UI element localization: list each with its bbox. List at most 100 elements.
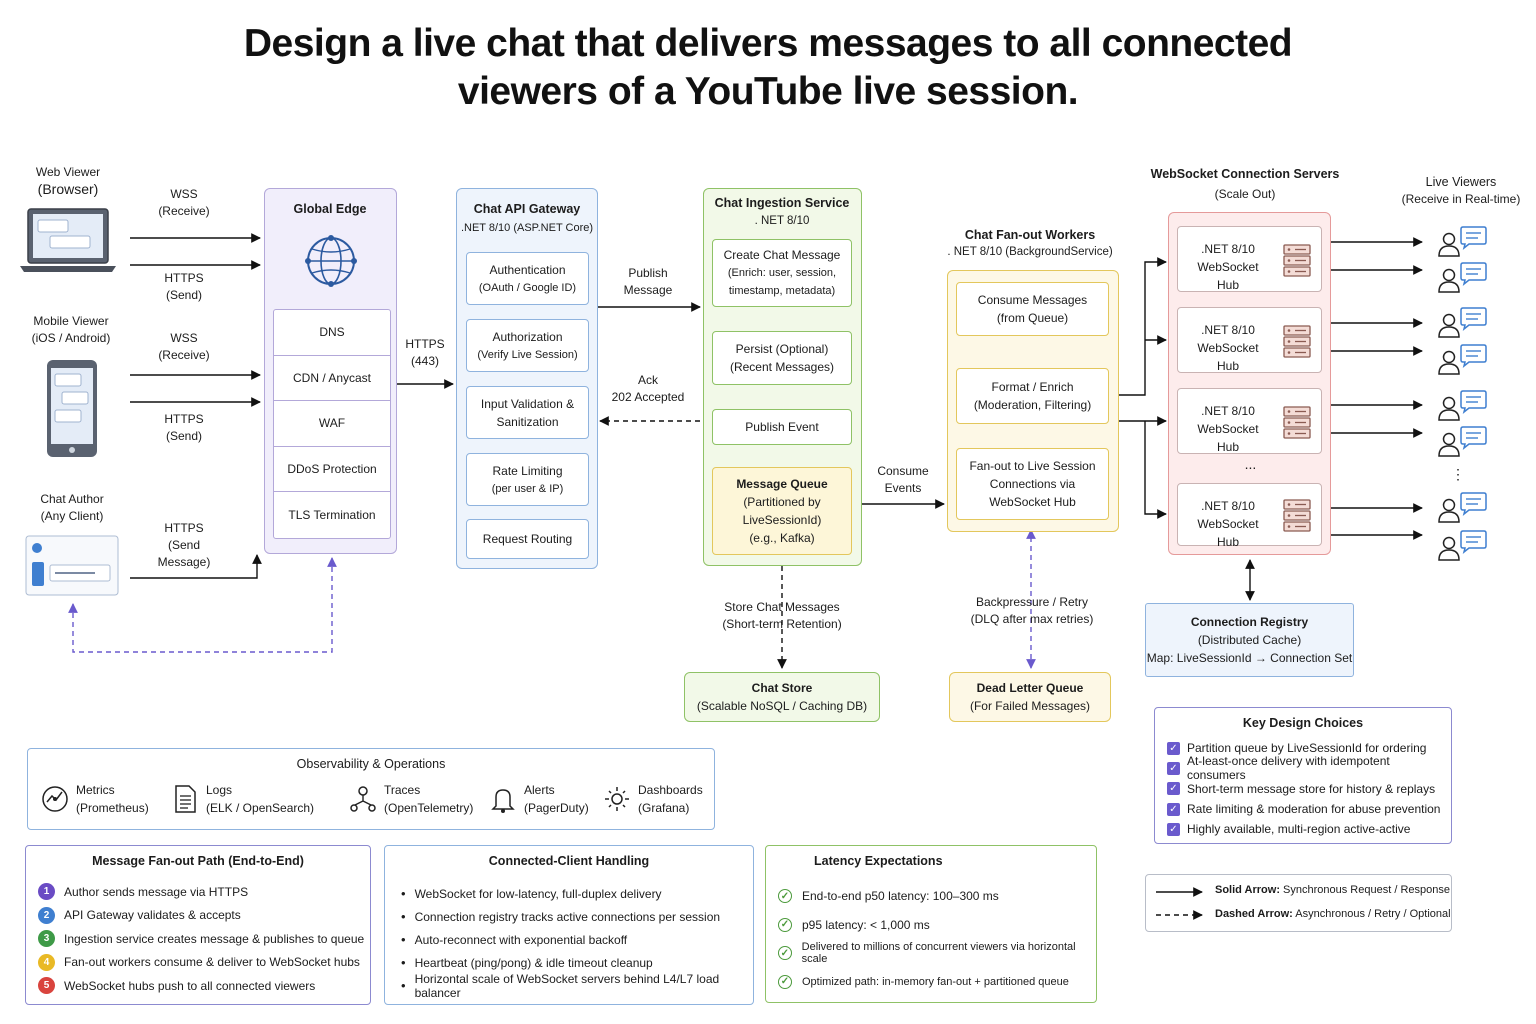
- dead-letter-queue-box: Dead Letter Queue (For Failed Messages): [949, 672, 1111, 722]
- key-design-item: ✓At-least-once delivery with idempotent …: [1167, 754, 1451, 782]
- legend-arrows: [1156, 887, 1203, 920]
- check-icon: ✓: [778, 974, 792, 989]
- edge-gateway-label: HTTPS (443): [405, 337, 445, 368]
- api-gateway-box: Chat API Gateway .NET 8/10 (ASP.NET Core…: [456, 188, 598, 569]
- list-item: ✓End-to-end p50 latency: 100–300 ms: [778, 882, 1096, 911]
- step-text: API Gateway validates & accepts: [64, 908, 241, 923]
- edge-item-ddos: DDoS Protection: [274, 447, 390, 493]
- web-viewer-label: Web Viewer (Browser): [35, 165, 101, 197]
- viewer-user-chat-icon: [1438, 344, 1487, 375]
- checkbox-icon: ✓: [1167, 761, 1180, 775]
- ingestion-subtitle: . NET 8/10: [754, 215, 810, 227]
- ws-servers-header: WebSocket Connection Servers (Scale Out): [1150, 167, 1340, 201]
- mobile-https-label: HTTPS (Send): [164, 412, 204, 443]
- traces-icon: [350, 786, 376, 812]
- backpressure-label: Backpressure / Retry (DLQ after max retr…: [970, 595, 1094, 626]
- legend-solid: Solid Arrow: Synchronous Request / Respo…: [1215, 884, 1450, 896]
- mobile-wss-label: WSS (Receive): [158, 331, 210, 362]
- dashboards-icon: [605, 787, 629, 811]
- viewer-user-chat-icon: [1438, 226, 1487, 257]
- list-item: Horizontal scale of WebSocket servers be…: [401, 972, 753, 1000]
- key-design-item: ✓Short-term message store for history & …: [1167, 779, 1451, 799]
- step-number-badge: 1: [38, 883, 55, 901]
- logs-icon: [175, 785, 196, 813]
- latency-list: ✓End-to-end p50 latency: 100–300 ms ✓p95…: [778, 882, 1096, 996]
- obs-traces: Traces(OpenTelemetry): [348, 781, 473, 817]
- web-https-label: HTTPS (Send): [164, 271, 204, 302]
- ingestion-title: Chat Ingestion Service: [714, 196, 850, 210]
- edge-item-dns: DNS: [274, 310, 390, 356]
- obs-logs: Logs(ELK / OpenSearch): [170, 781, 314, 817]
- obs-dashboards: Dashboards(Grafana): [602, 781, 703, 817]
- step-number-badge: 3: [38, 930, 55, 948]
- observability-panel: Observability & Operations Metrics(Prome…: [27, 748, 715, 830]
- viewer-user-chat-icon: [1438, 390, 1487, 421]
- fanout-header: Chat Fan-out Workers . NET 8/10 (Backgro…: [947, 228, 1113, 258]
- viewer-user-chat-icon: [1438, 262, 1487, 293]
- arrow-author-async: [68, 557, 337, 653]
- client-handling-panel: Connected-Client Handling WebSocket for …: [384, 845, 754, 1005]
- server-icon: [1283, 325, 1311, 358]
- key-design-panel: Key Design Choices ✓Partition queue by L…: [1154, 707, 1452, 844]
- edge-item-tls: TLS Termination: [288, 508, 376, 523]
- step-text: Author sends message via HTTPS: [64, 884, 249, 899]
- checkbox-icon: ✓: [1167, 782, 1180, 796]
- key-design-item: ✓Partition queue by LiveSessionId for or…: [1167, 738, 1451, 758]
- check-icon: ✓: [778, 917, 792, 932]
- check-icon: ✓: [778, 946, 792, 961]
- mobile-viewer-label: Mobile Viewer (iOS / Android): [31, 314, 111, 345]
- checkbox-icon: ✓: [1167, 822, 1180, 836]
- list-item: Heartbeat (ping/pong) & idle timeout cle…: [401, 951, 753, 974]
- global-edge-title: Global Edge: [293, 202, 367, 216]
- checkbox-icon: ✓: [1167, 741, 1180, 755]
- obs-alerts: Alerts(PagerDuty): [488, 781, 589, 817]
- global-edge-box: Global Edge DNS CDN / Anycast WAF DDoS P…: [264, 188, 397, 554]
- ws-ellipsis: ...: [1244, 456, 1257, 472]
- page-title: Design a live chat that delivers message…: [243, 22, 1293, 113]
- fanout-workers-box: Consume Messages (from Queue) Format / E…: [947, 270, 1119, 532]
- legend-panel: Solid Arrow: Synchronous Request / Respo…: [1145, 874, 1452, 932]
- viewer-user-chat-icon: [1438, 426, 1487, 457]
- chat-client-icon: [25, 535, 119, 596]
- alerts-icon: [491, 789, 515, 813]
- server-icon: [1283, 244, 1311, 277]
- fanout-format-enrich: Format / Enrich (Moderation, Filtering): [956, 368, 1109, 424]
- gateway-rate-limiting: Rate Limiting(per user & IP): [466, 453, 589, 506]
- viewer-user-chat-icon: [1438, 530, 1487, 561]
- web-wss-label: WSS (Receive): [158, 187, 210, 218]
- live-viewers-header: Live Viewers (Receive in Real-time): [1401, 175, 1521, 206]
- api-gateway-subtitle: .NET 8/10 (ASP.NET Core): [460, 222, 594, 234]
- gateway-authorization: Authorization(Verify Live Session): [466, 319, 589, 372]
- ingestion-create-message: Create Chat Message (Enrich: user, sessi…: [712, 239, 852, 307]
- check-icon: ✓: [778, 889, 792, 904]
- list-item: ✓p95 latency: < 1,000 ms: [778, 911, 1096, 940]
- phone-icon: [47, 360, 97, 457]
- key-design-item: ✓Rate limiting & moderation for abuse pr…: [1167, 799, 1451, 819]
- consume-events-label: Consume Events: [877, 464, 929, 495]
- legend-dashed: Dashed Arrow: Asynchronous / Retry / Opt…: [1215, 908, 1451, 920]
- chat-store-box: Chat Store (Scalable NoSQL / Caching DB): [684, 672, 880, 722]
- gateway-authentication: Authentication(OAuth / Google ID): [466, 252, 589, 305]
- arrow-fan-ws1: [1111, 257, 1167, 396]
- step-text: WebSocket hubs push to all connected vie…: [64, 978, 316, 993]
- ingestion-publish-event: Publish Event: [712, 409, 852, 445]
- viewer-user-chat-icon: [1438, 307, 1487, 338]
- store-messages-label: Store Chat Messages (Short-term Retentio…: [722, 600, 842, 631]
- fanout-consume-messages: Consume Messages (from Queue): [956, 282, 1109, 336]
- observability-title: Observability & Operations: [296, 757, 446, 771]
- client-handling-list: WebSocket for low-latency, full-duplex d…: [401, 882, 753, 1000]
- checkbox-icon: ✓: [1167, 802, 1180, 816]
- server-icon: [1283, 406, 1311, 439]
- key-design-item: ✓Highly available, multi-region active-a…: [1167, 819, 1451, 839]
- connection-registry-box: Connection Registry (Distributed Cache) …: [1145, 603, 1354, 677]
